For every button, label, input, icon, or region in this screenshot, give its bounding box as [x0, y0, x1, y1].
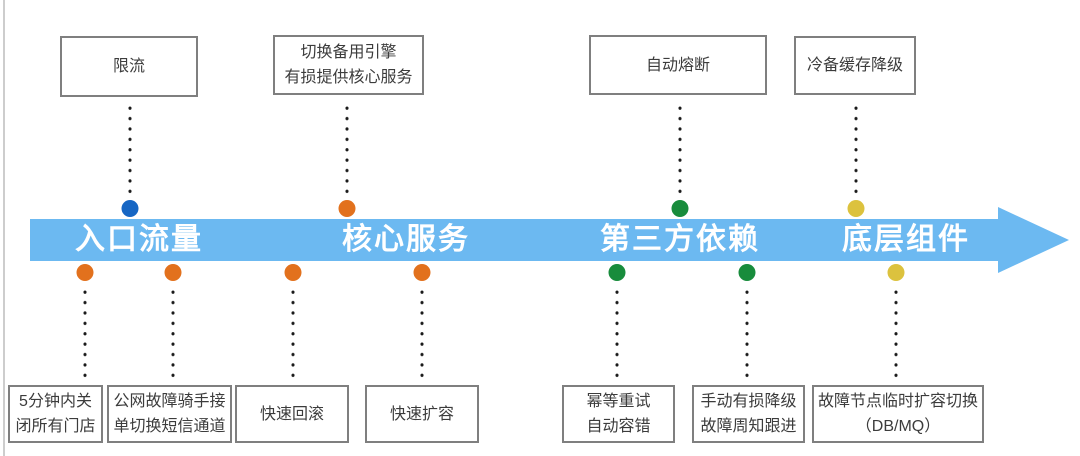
stage-base-components: 底层组件	[842, 223, 970, 256]
stage-entry-traffic: 入口流量	[75, 223, 203, 256]
connector-bottom-idempotent-retry	[615, 287, 619, 379]
connector-top-backup-engine	[345, 103, 349, 196]
bottom-box-node-scale-switch-line1: 故障节点临时扩容切换	[817, 393, 978, 410]
top-box-backup-engine-line2: 有损提供核心服务	[284, 69, 413, 86]
bottom-box-node-scale-switch-line2: （DB/MQ）	[855, 418, 941, 435]
dot-idempotent-retry	[608, 264, 626, 281]
top-box-backup-engine: 切换备用引擎 有损提供核心服务	[273, 35, 424, 95]
dot-third-party-top	[671, 200, 689, 217]
bottom-box-close-stores-line2: 闭所有门店	[15, 418, 96, 435]
connector-bottom-close-stores	[83, 287, 87, 379]
bottom-box-manual-degrade: 手动有损降级 故障周知跟进	[692, 385, 805, 443]
top-box-rate-limit: 限流	[60, 36, 198, 97]
bottom-box-idempotent-retry-line2: 自动容错	[586, 418, 651, 435]
bottom-box-quick-rollback: 快速回滚	[235, 385, 349, 443]
bottom-box-sms-channel-switch: 公网故障骑手接 单切换短信通道	[107, 385, 232, 443]
stage-core-service: 核心服务	[342, 223, 470, 256]
top-box-rate-limit-line: 限流	[112, 58, 145, 75]
bottom-box-sms-channel-switch-line1: 公网故障骑手接	[113, 393, 226, 410]
bottom-box-close-stores-line1: 5分钟内关	[19, 393, 92, 410]
bottom-box-node-scale-switch: 故障节点临时扩容切换 （DB/MQ）	[812, 385, 984, 443]
dot-node-scale-switch	[887, 264, 905, 281]
bottom-box-idempotent-retry: 幂等重试 自动容错	[562, 385, 675, 443]
dot-quick-scale	[413, 264, 431, 281]
connector-bottom-node-scale-switch	[894, 287, 898, 379]
bottom-box-manual-degrade-line1: 手动有损降级	[700, 393, 797, 410]
connector-bottom-quick-rollback	[291, 287, 295, 379]
connector-top-cold-cache-degrade	[854, 103, 858, 196]
bottom-box-sms-channel-switch-line2: 单切换短信通道	[113, 418, 226, 435]
bottom-box-close-stores: 5分钟内关 闭所有门店	[8, 385, 103, 443]
connector-bottom-sms-channel-switch	[171, 287, 175, 379]
connector-bottom-manual-degrade	[745, 287, 749, 379]
dot-manual-degrade	[738, 264, 756, 281]
bottom-box-quick-scale: 快速扩容	[365, 385, 479, 443]
bottom-box-idempotent-retry-line1: 幂等重试	[586, 393, 651, 410]
top-box-auto-circuit-break-line: 自动熔断	[645, 56, 710, 74]
dot-quick-rollback	[284, 264, 302, 281]
dot-sms-channel-switch	[164, 264, 182, 281]
bottom-box-quick-scale-line: 快速扩容	[389, 405, 454, 423]
bottom-box-manual-degrade-line2: 故障周知跟进	[700, 418, 797, 435]
left-page-rule	[3, 0, 5, 456]
top-box-backup-engine-line1: 切换备用引擎	[300, 44, 397, 61]
dot-entry-traffic-top	[121, 200, 139, 217]
connector-top-rate-limit	[128, 103, 132, 196]
bottom-box-quick-rollback-line: 快速回滚	[259, 405, 324, 423]
dot-close-stores	[76, 264, 94, 281]
timeline-arrow-head	[998, 207, 1069, 273]
timeline-arrow-band	[30, 219, 1000, 261]
connector-bottom-quick-scale	[420, 287, 424, 379]
dot-core-service-top	[338, 200, 356, 217]
dot-base-components-top	[847, 200, 865, 217]
top-box-auto-circuit-break: 自动熔断	[589, 35, 767, 95]
top-box-cold-cache-degrade: 冷备缓存降级	[794, 36, 916, 95]
top-box-cold-cache-degrade-line: 冷备缓存降级	[806, 57, 903, 74]
stage-third-party-deps: 第三方依赖	[600, 223, 760, 256]
connector-top-auto-circuit-break	[678, 103, 682, 196]
